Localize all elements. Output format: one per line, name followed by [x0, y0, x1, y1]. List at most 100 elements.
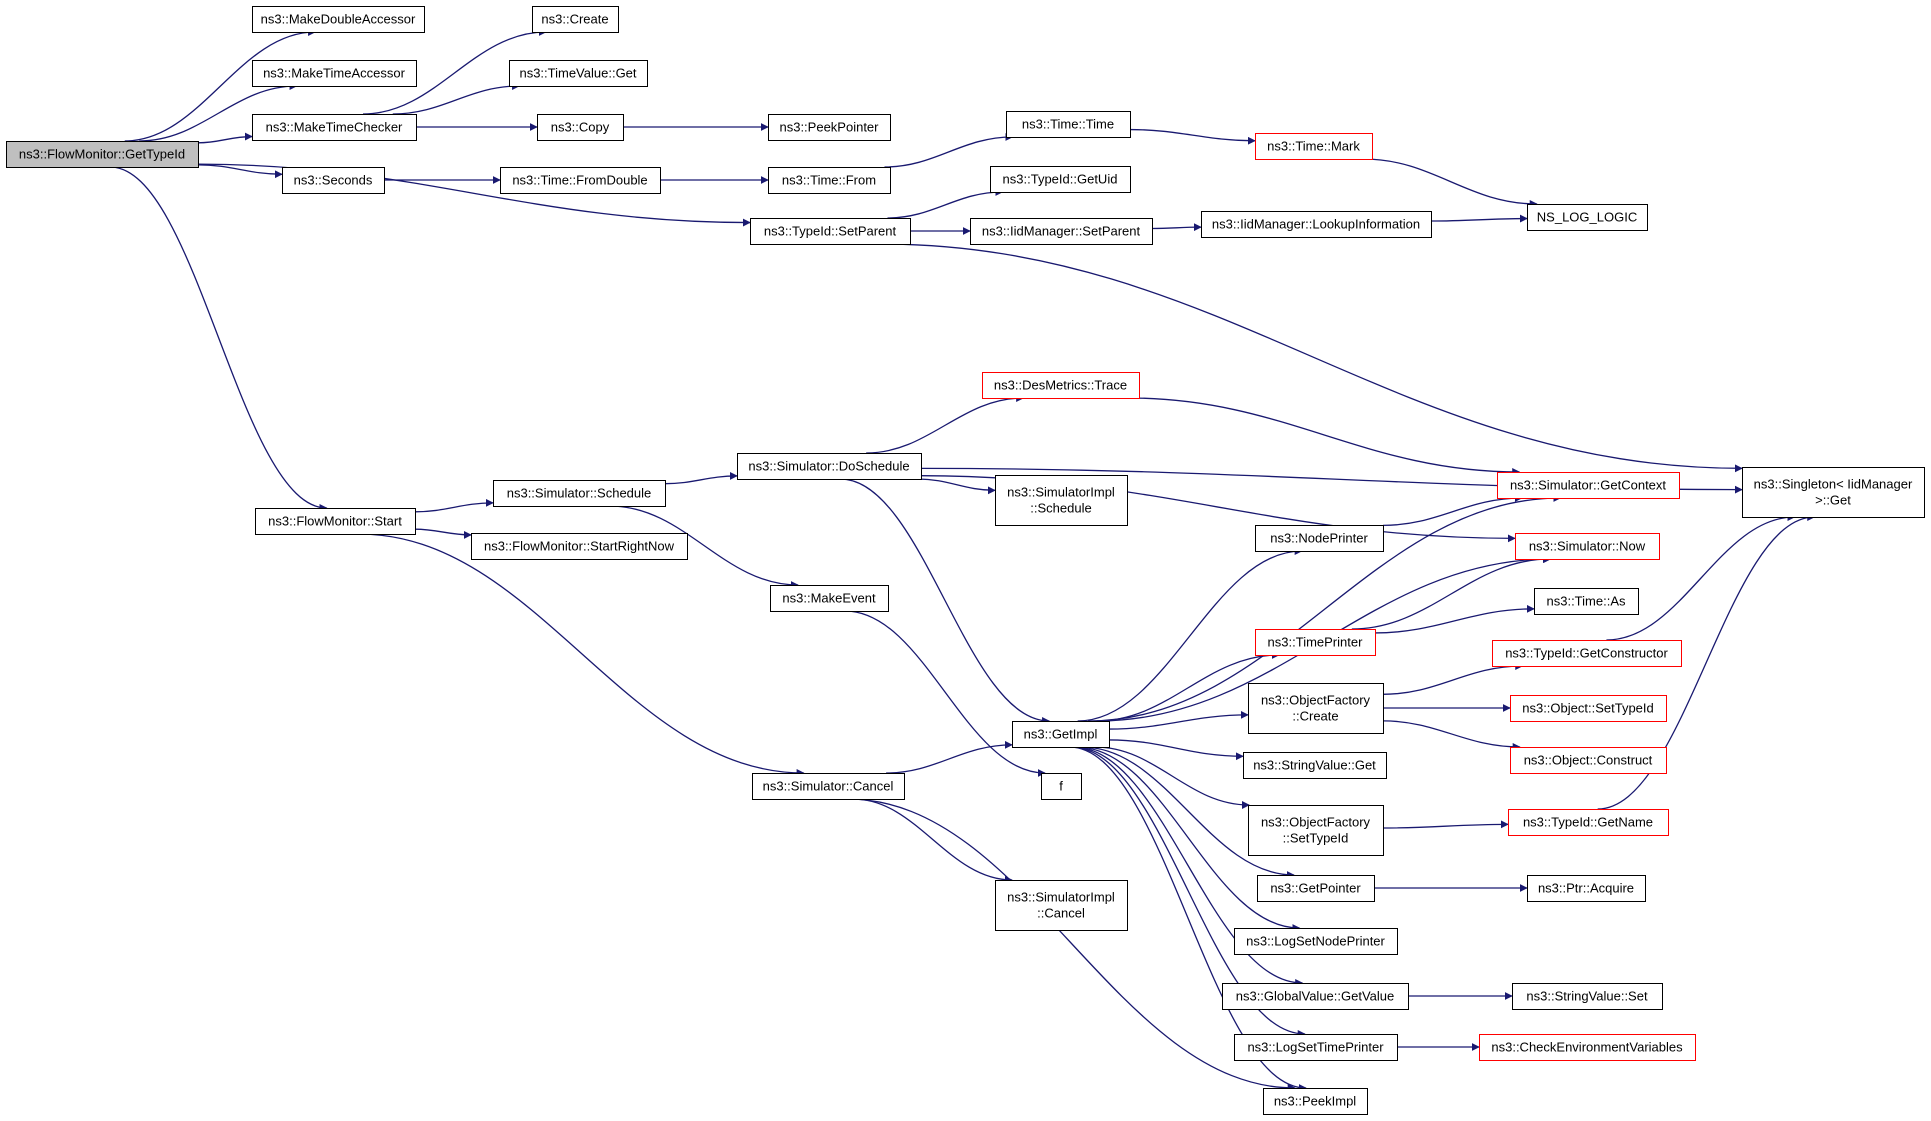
- node-box: [770, 585, 889, 612]
- graph-node-mark[interactable]: ns3::Time::Mark: [1255, 133, 1373, 160]
- graph-node-checkenv[interactable]: ns3::CheckEnvironmentVariables: [1479, 1034, 1696, 1061]
- graph-node-getcontext[interactable]: ns3::Simulator::GetContext: [1497, 472, 1680, 499]
- node-box: [1497, 472, 1680, 499]
- graph-node-lookup[interactable]: ns3::IidManager::LookupInformation: [1201, 211, 1432, 238]
- node-label: ns3::PeekImpl: [1274, 1094, 1356, 1109]
- graph-node-setparent[interactable]: ns3::TypeId::SetParent: [750, 218, 911, 245]
- node-box: [1248, 805, 1384, 856]
- node-box: [1510, 747, 1667, 774]
- node-box: [990, 166, 1131, 193]
- graph-node-objconstruct[interactable]: ns3::Object::Construct: [1510, 747, 1667, 774]
- graph-node-fromdouble[interactable]: ns3::Time::FromDouble: [500, 167, 661, 194]
- graph-node-mkdbl[interactable]: ns3::MakeDoubleAccessor: [252, 6, 425, 33]
- call-edge-dosched-to-trace: [866, 394, 1025, 454]
- node-box: [509, 60, 648, 87]
- node-label: ns3::Object::Construct: [1524, 753, 1653, 768]
- graph-node-svget[interactable]: ns3::StringValue::Get: [1243, 752, 1387, 779]
- graph-node-svset[interactable]: ns3::StringValue::Set: [1512, 983, 1663, 1010]
- graph-node-seconds[interactable]: ns3::Seconds: [282, 167, 385, 194]
- node-label: ns3::Simulator::DoSchedule: [748, 459, 909, 474]
- call-edge-timeprinter-to-timeas: [1374, 604, 1535, 634]
- call-edge-root-to-seconds: [197, 164, 283, 179]
- node-label: ns3::IidManager::LookupInformation: [1212, 217, 1420, 232]
- graph-node-from[interactable]: ns3::Time::From: [768, 167, 891, 194]
- node-label: f: [1059, 779, 1063, 794]
- graph-node-cancel[interactable]: ns3::Simulator::Cancel: [752, 773, 905, 800]
- node-box: [282, 167, 385, 194]
- graph-node-iidsetparent[interactable]: ns3::IidManager::SetParent: [970, 218, 1153, 245]
- node-box: [995, 475, 1128, 526]
- edge-layer: [110, 28, 1816, 1092]
- node-box: [252, 60, 417, 87]
- node-label: ns3::Copy: [551, 120, 610, 135]
- call-edge-setparent-to-getuid: [887, 188, 1004, 219]
- graph-node-getimpl[interactable]: ns3::GetImpl: [1012, 721, 1110, 748]
- call-edge-root-to-setparent: [197, 163, 751, 227]
- node-label: ns3::Ptr::Acquire: [1538, 881, 1634, 896]
- graph-node-time[interactable]: ns3::Time::Time: [1006, 111, 1131, 138]
- graph-node-getctor[interactable]: ns3::TypeId::GetConstructor: [1492, 640, 1682, 667]
- node-label: ns3::ObjectFactory: [1261, 815, 1371, 830]
- graph-node-ofsettid[interactable]: ns3::ObjectFactory::SetTypeId: [1248, 805, 1384, 856]
- graph-node-timeprinter[interactable]: ns3::TimePrinter: [1255, 629, 1376, 656]
- node-box: [6, 141, 199, 168]
- call-edge-mktchk-to-tvget: [392, 82, 521, 115]
- node-box: [1492, 640, 1682, 667]
- graph-node-nodeprinter[interactable]: ns3::NodePrinter: [1255, 525, 1384, 552]
- graph-node-getpointer[interactable]: ns3::GetPointer: [1257, 875, 1375, 902]
- graph-node-mktacc[interactable]: ns3::MakeTimeAccessor: [252, 60, 417, 87]
- node-label: ns3::Time::Time: [1022, 117, 1114, 132]
- graph-node-objsettid[interactable]: ns3::Object::SetTypeId: [1510, 695, 1667, 722]
- node-label: ns3::TypeId::GetName: [1523, 815, 1653, 830]
- graph-node-logtimeprinter[interactable]: ns3::LogSetTimePrinter: [1234, 1034, 1398, 1061]
- node-box: [500, 167, 661, 194]
- graph-node-trace[interactable]: ns3::DesMetrics::Trace: [982, 372, 1140, 399]
- graph-node-acquire[interactable]: ns3::Ptr::Acquire: [1527, 875, 1646, 902]
- node-label: ns3::MakeTimeAccessor: [263, 66, 406, 81]
- graph-node-create[interactable]: ns3::Create: [532, 6, 619, 33]
- call-edge-schedule-to-dosched: [664, 471, 738, 485]
- node-box: [1234, 1034, 1398, 1061]
- graph-node-mktchk[interactable]: ns3::MakeTimeChecker: [252, 114, 417, 141]
- graph-node-copy[interactable]: ns3::Copy: [537, 114, 624, 141]
- node-box: [1255, 629, 1376, 656]
- graph-node-lognodeprinter[interactable]: ns3::LogSetNodePrinter: [1234, 928, 1398, 955]
- graph-node-simimplcancel[interactable]: ns3::SimulatorImpl::Cancel: [995, 880, 1128, 931]
- node-box: [1222, 983, 1409, 1010]
- node-label: ns3::StringValue::Get: [1253, 758, 1376, 773]
- node-label: ::Schedule: [1030, 501, 1091, 516]
- graph-node-gvgetvalue[interactable]: ns3::GlobalValue::GetValue: [1222, 983, 1409, 1010]
- node-box: [737, 453, 922, 480]
- graph-node-tvget[interactable]: ns3::TimeValue::Get: [509, 60, 648, 87]
- graph-node-singleton[interactable]: ns3::Singleton< IidManager>::Get: [1742, 467, 1925, 518]
- graph-node-dosched[interactable]: ns3::Simulator::DoSchedule: [737, 453, 922, 480]
- call-edge-getimpl-to-lognodeprinter: [1076, 746, 1301, 932]
- node-label: ns3::TypeId::GetUid: [1003, 172, 1118, 187]
- graph-node-makeevent[interactable]: ns3::MakeEvent: [770, 585, 889, 612]
- graph-node-schedule[interactable]: ns3::Simulator::Schedule: [493, 480, 666, 507]
- graph-node-getuid[interactable]: ns3::TypeId::GetUid: [990, 166, 1131, 193]
- graph-node-timeas[interactable]: ns3::Time::As: [1534, 588, 1639, 615]
- graph-node-peekptr[interactable]: ns3::PeekPointer: [768, 114, 891, 141]
- graph-node-simimplsched[interactable]: ns3::SimulatorImpl::Schedule: [995, 475, 1128, 526]
- node-label: ns3::TimePrinter: [1268, 635, 1364, 650]
- node-box: [750, 218, 911, 245]
- node-box: [1041, 773, 1082, 800]
- node-label: ns3::Singleton< IidManager: [1754, 477, 1913, 492]
- node-box: [1742, 467, 1925, 518]
- graph-node-ofcreate[interactable]: ns3::ObjectFactory::Create: [1248, 683, 1384, 734]
- graph-node-f[interactable]: f: [1041, 773, 1082, 800]
- graph-node-nslog[interactable]: NS_LOG_LOGIC: [1527, 204, 1648, 231]
- node-label: ns3::Time::As: [1547, 594, 1626, 609]
- graph-node-now[interactable]: ns3::Simulator::Now: [1515, 533, 1660, 560]
- node-label: ns3::Simulator::Schedule: [507, 486, 652, 501]
- graph-node-start[interactable]: ns3::FlowMonitor::Start: [255, 508, 416, 535]
- node-label: ns3::ObjectFactory: [1261, 693, 1371, 708]
- node-label: ns3::GetPointer: [1270, 881, 1361, 896]
- graph-node-startrn[interactable]: ns3::FlowMonitor::StartRightNow: [471, 533, 688, 560]
- node-label: ns3::Simulator::GetContext: [1510, 478, 1666, 493]
- graph-node-getname[interactable]: ns3::TypeId::GetName: [1508, 809, 1669, 836]
- node-label: ns3::LogSetTimePrinter: [1247, 1040, 1384, 1055]
- graph-node-peekimpl[interactable]: ns3::PeekImpl: [1263, 1088, 1368, 1115]
- graph-node-root[interactable]: ns3::FlowMonitor::GetTypeId: [6, 141, 199, 168]
